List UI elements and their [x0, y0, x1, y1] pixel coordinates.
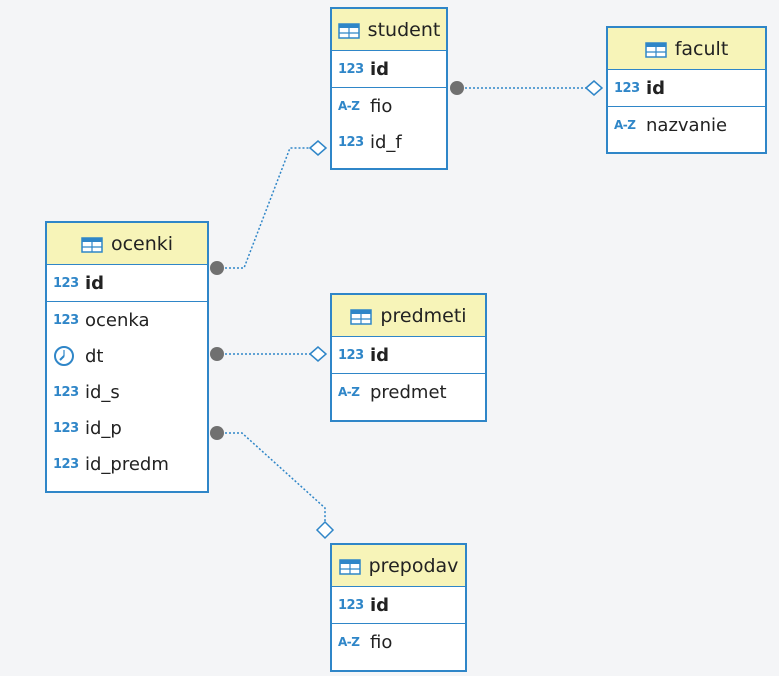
text-type-icon: A-Z: [338, 635, 360, 649]
pk-section: 123 id: [608, 70, 765, 106]
table-name: facult: [674, 37, 729, 60]
column-row[interactable]: 123 id_f: [338, 124, 446, 160]
numeric-type-icon: 123: [338, 597, 364, 613]
column-name: ocenka: [85, 309, 150, 331]
table-name: ocenki: [110, 232, 174, 255]
table-icon: [338, 558, 361, 575]
table-ocenki[interactable]: ocenki 123 id 123 ocenka dt 123 id_s: [45, 221, 209, 493]
column-name: id: [370, 594, 390, 616]
column-row[interactable]: 123 id: [338, 587, 465, 623]
column-name: id_s: [85, 381, 120, 403]
link-target-diamond-predmeti: [308, 346, 328, 362]
column-row[interactable]: 123 id_p: [53, 410, 207, 446]
table-name: prepodav: [368, 554, 459, 577]
link-target-diamond-student: [308, 140, 328, 156]
table-student[interactable]: student 123 id A-Z fio 123 id_f: [330, 7, 448, 170]
column-row[interactable]: 123 ocenka: [53, 302, 207, 338]
column-name: fio: [370, 631, 393, 653]
column-name: nazvanie: [646, 114, 728, 136]
link-ocenki-student: [217, 147, 312, 269]
link-ocenki-prepodav: [217, 432, 326, 522]
column-name: dt: [85, 345, 104, 367]
column-row[interactable]: A-Z fio: [338, 624, 465, 660]
link-target-diamond-facult: [584, 80, 604, 96]
clock-icon: [53, 345, 80, 367]
numeric-type-icon: 123: [53, 420, 79, 436]
table-facult[interactable]: facult 123 id A-Z nazvanie: [606, 26, 767, 154]
table-icon: [350, 308, 373, 325]
numeric-type-icon: 123: [338, 347, 364, 363]
link-source-dot-ocenki-1: [210, 261, 224, 275]
columns-section: A-Z nazvanie: [608, 106, 765, 143]
column-name: id_predm: [85, 453, 169, 475]
column-name: id: [370, 58, 390, 80]
column-name: id: [646, 77, 666, 99]
column-row[interactable]: 123 id: [338, 51, 446, 87]
link-source-dot-ocenki-2: [210, 347, 224, 361]
column-name: id: [85, 272, 105, 294]
table-header-predmeti[interactable]: predmeti: [332, 295, 485, 337]
numeric-type-icon: 123: [53, 456, 79, 472]
text-type-icon: A-Z: [338, 99, 360, 113]
pk-section: 123 id: [47, 265, 207, 301]
table-icon: [337, 22, 360, 39]
column-name: id_f: [370, 131, 402, 153]
column-name: fio: [370, 95, 393, 117]
table-header-prepodav[interactable]: prepodav: [332, 545, 465, 587]
pk-section: 123 id: [332, 587, 465, 623]
table-predmeti[interactable]: predmeti 123 id A-Z predmet: [330, 293, 487, 422]
numeric-type-icon: 123: [53, 275, 79, 291]
columns-section: 123 ocenka dt 123 id_s 123 id_p 123 id_p…: [47, 301, 207, 482]
column-row[interactable]: 123 id: [338, 337, 485, 373]
column-row[interactable]: A-Z fio: [338, 88, 446, 124]
table-header-facult[interactable]: facult: [608, 28, 765, 70]
table-header-student[interactable]: student: [332, 9, 446, 51]
pk-section: 123 id: [332, 51, 446, 87]
columns-section: A-Z predmet: [332, 373, 485, 410]
column-row[interactable]: 123 id_s: [53, 374, 207, 410]
numeric-type-icon: 123: [338, 61, 364, 77]
table-icon: [644, 41, 667, 58]
link-source-dot-student: [450, 81, 464, 95]
columns-section: A-Z fio: [332, 623, 465, 660]
column-row[interactable]: A-Z nazvanie: [614, 107, 765, 143]
link-source-dot-ocenki-3: [210, 426, 224, 440]
column-row[interactable]: A-Z predmet: [338, 374, 485, 410]
column-name: id: [370, 344, 390, 366]
table-name: predmeti: [380, 304, 467, 327]
columns-section: A-Z fio 123 id_f: [332, 87, 446, 160]
table-prepodav[interactable]: prepodav 123 id A-Z fio: [330, 543, 467, 672]
text-type-icon: A-Z: [338, 385, 360, 399]
numeric-type-icon: 123: [53, 312, 79, 328]
table-name: student: [367, 18, 441, 41]
numeric-type-icon: 123: [53, 384, 79, 400]
link-target-diamond-prepodav: [315, 520, 335, 540]
column-row[interactable]: 123 id_predm: [53, 446, 207, 482]
text-type-icon: A-Z: [614, 118, 636, 132]
pk-section: 123 id: [332, 337, 485, 373]
column-name: id_p: [85, 417, 122, 439]
numeric-type-icon: 123: [338, 134, 364, 150]
numeric-type-icon: 123: [614, 80, 640, 96]
column-name: predmet: [370, 381, 447, 403]
column-row[interactable]: dt: [53, 338, 207, 374]
table-icon: [81, 236, 103, 253]
column-row[interactable]: 123 id: [614, 70, 765, 106]
column-row[interactable]: 123 id: [53, 265, 207, 301]
table-header-ocenki[interactable]: ocenki: [47, 223, 207, 265]
